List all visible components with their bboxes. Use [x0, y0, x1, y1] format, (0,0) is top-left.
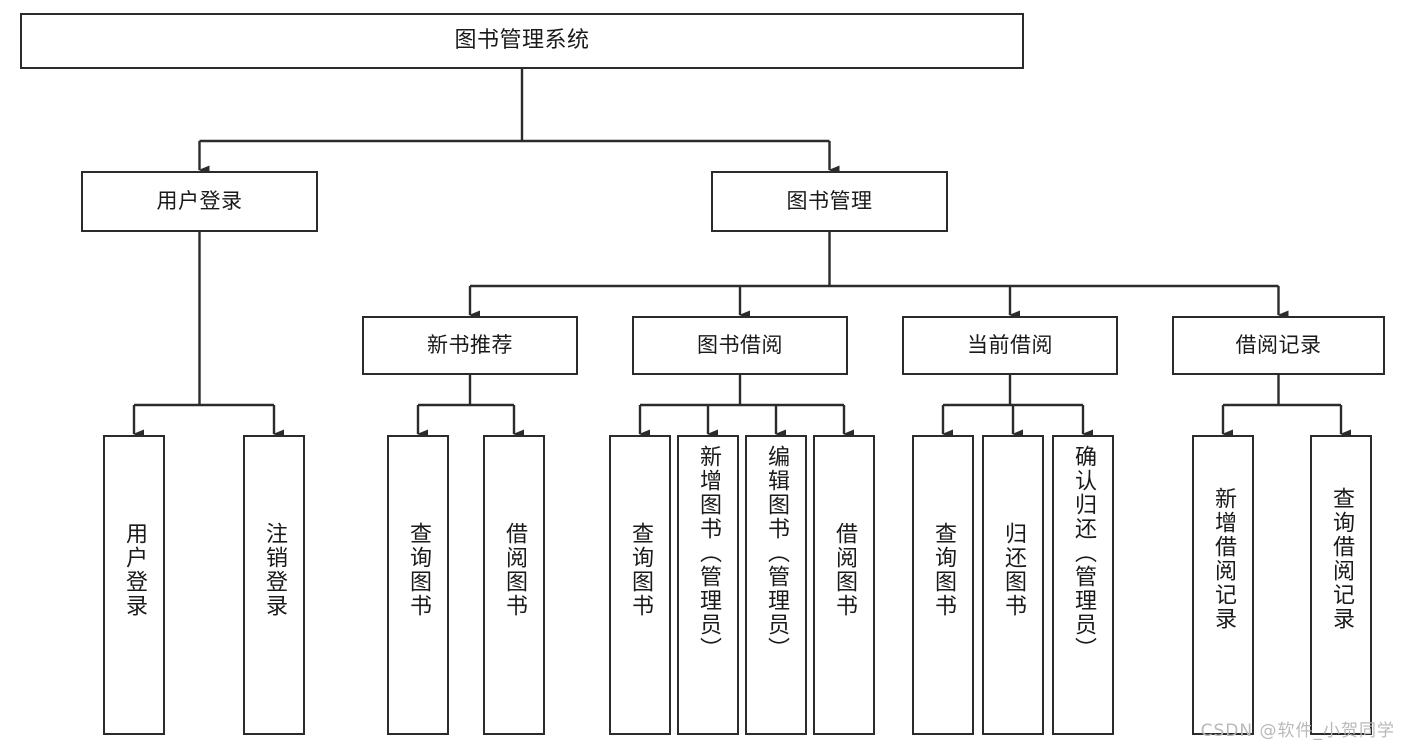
node-borrow[interactable]: 图书借阅	[632, 316, 848, 375]
node-current[interactable]: 当前借阅	[902, 316, 1118, 375]
node-label: 新增借阅记录	[1211, 487, 1236, 631]
node-label: 查询图书	[628, 522, 653, 618]
node-l_nb_borrow[interactable]: 借阅图书	[483, 435, 545, 735]
node-label: 查询图书	[406, 522, 431, 618]
node-l_logout[interactable]: 注销登录	[243, 435, 305, 735]
node-l_c_confirm[interactable]: 确认归还（管理员）	[1052, 435, 1114, 735]
node-label: 图书管理	[786, 188, 873, 213]
node-l_login[interactable]: 用户登录	[103, 435, 165, 735]
node-l_b_add[interactable]: 新增图书（管理员）	[677, 435, 739, 735]
node-label: 新增图书（管理员）	[696, 445, 721, 661]
edge-paths	[132, 69, 1351, 439]
node-l_c_query[interactable]: 查询图书	[912, 435, 974, 735]
node-newbook[interactable]: 新书推荐	[362, 316, 578, 375]
node-label: 借阅图书	[502, 522, 527, 618]
node-login[interactable]: 用户登录	[81, 171, 318, 232]
node-label: 图书借阅	[697, 332, 783, 357]
node-label: 确认归还（管理员）	[1071, 445, 1096, 661]
node-label: 用户登录	[122, 522, 147, 618]
node-label: 当前借阅	[967, 332, 1053, 357]
node-label: 借阅记录	[1235, 332, 1322, 357]
node-label: 图书管理系统	[454, 27, 590, 53]
watermark: CSDN @软件_小贺同学	[1200, 721, 1395, 741]
node-l_r_add[interactable]: 新增借阅记录	[1192, 435, 1254, 735]
node-root[interactable]: 图书管理系统	[20, 13, 1024, 69]
node-label: 用户登录	[156, 188, 243, 213]
node-l_c_return[interactable]: 归还图书	[982, 435, 1044, 735]
node-label: 编辑图书（管理员）	[764, 445, 789, 661]
node-l_r_query[interactable]: 查询借阅记录	[1310, 435, 1372, 735]
node-records[interactable]: 借阅记录	[1172, 316, 1385, 375]
node-label: 查询图书	[931, 522, 956, 618]
node-l_nb_query[interactable]: 查询图书	[387, 435, 449, 735]
node-l_b_edit[interactable]: 编辑图书（管理员）	[745, 435, 807, 735]
node-label: 注销登录	[262, 522, 287, 618]
node-l_b_query[interactable]: 查询图书	[609, 435, 671, 735]
node-label: 归还图书	[1001, 522, 1026, 618]
node-label: 查询借阅记录	[1329, 487, 1354, 631]
node-label: 新书推荐	[427, 332, 513, 357]
node-label: 借阅图书	[832, 522, 857, 618]
node-l_b_borrow[interactable]: 借阅图书	[813, 435, 875, 735]
node-bookmgmt[interactable]: 图书管理	[711, 171, 948, 232]
